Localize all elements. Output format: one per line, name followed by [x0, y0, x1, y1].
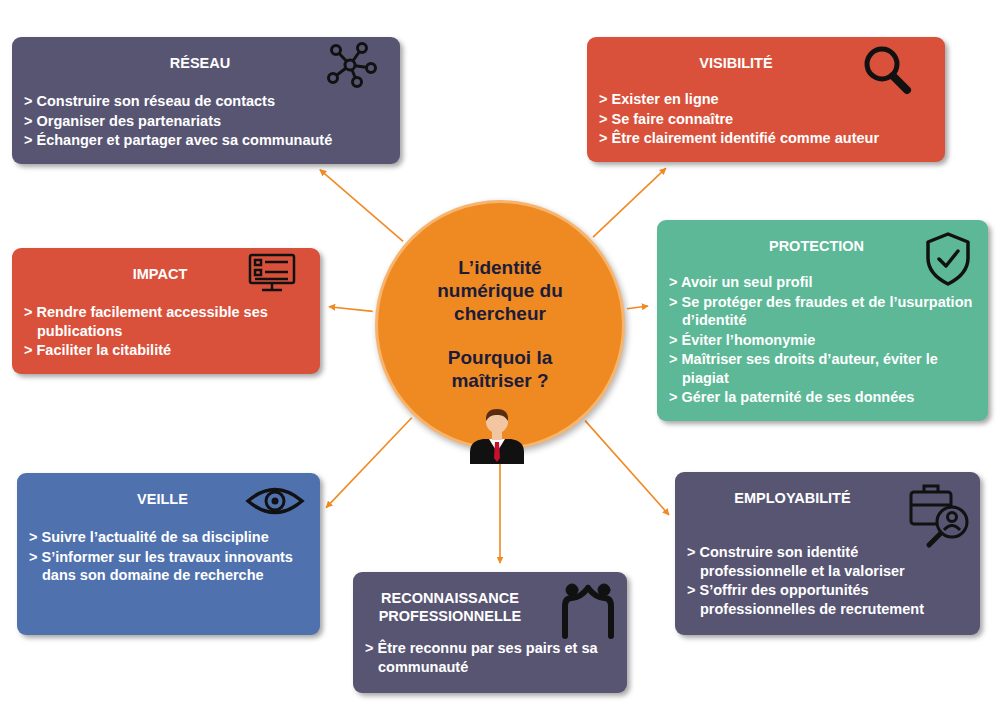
- bullet-text: > Se protéger des fraudes et de l’usurpa…: [669, 293, 976, 330]
- arrow-connector: [627, 306, 648, 309]
- monitor-icon: [250, 255, 294, 290]
- researcher-icon: [470, 409, 524, 464]
- box-heading: PROTECTION: [669, 237, 976, 255]
- network-box: RÉSEAU > Construire son réseau de contact…: [12, 37, 400, 164]
- box-heading: RECONNAISSANCE PROFESSIONNELLE: [365, 589, 615, 625]
- shield-icon: [928, 234, 968, 284]
- magnifier-icon: [867, 49, 907, 90]
- bullet-text: > Être reconnu par ses pairs et sa commu…: [365, 639, 615, 676]
- protection-box: PROTECTION > Avoir un seul profil> Se pro…: [657, 220, 988, 421]
- bullet-text: > Avoir un seul profil: [669, 273, 976, 292]
- bullet-text: > Exister en ligne: [599, 90, 933, 109]
- bullet-text: > Maîtriser ses droits d’auteur, éviter …: [669, 350, 976, 387]
- bullet-text: > Faciliter la citabilité: [24, 341, 308, 360]
- bullet-text: > Échanger et partager avec sa communaut…: [24, 131, 388, 150]
- arrow-connector: [593, 168, 666, 237]
- box-heading: VISIBILITÉ: [599, 54, 933, 72]
- people-icon: [565, 584, 611, 636]
- bullet-text: > Rendre facilement accessible ses publi…: [24, 303, 308, 340]
- visibility-box: VISIBILITÉ > Exister en ligne> Se faire c…: [587, 37, 945, 162]
- employment-icon: [911, 486, 967, 545]
- arrow-connector: [585, 421, 669, 515]
- bullet-text: > Construire son réseau de contacts: [24, 92, 388, 111]
- bullet-text: > Organiser des partenariats: [24, 112, 388, 131]
- bullet-text: > Construire son identité professionnell…: [687, 543, 968, 580]
- center-question: Pourquoi la maîtriser ?: [415, 347, 585, 393]
- eye-icon: [248, 490, 302, 513]
- bullet-text: > S’informer sur les travaux innovants d…: [29, 548, 308, 585]
- center-title: L’identité numérique du chercheur: [415, 257, 585, 325]
- bullet-text: > Être clairement identifié comme auteur: [599, 129, 933, 148]
- network-icon: [329, 44, 376, 87]
- impact-box: IMPACT > Rendre facilement accessible ses…: [12, 248, 320, 374]
- center-circle: L’identité numérique du chercheurPourquo…: [375, 200, 625, 450]
- arrow-connector: [320, 170, 403, 242]
- arrow-connector: [499, 453, 501, 563]
- employability-box: EMPLOYABILITÉ > Construire son identité p…: [675, 472, 980, 635]
- bullet-text: > Suivre l’actualité de sa discipline: [29, 528, 308, 547]
- box-heading: EMPLOYABILITÉ: [687, 489, 968, 507]
- bullet-text: > Se faire connaître: [599, 110, 933, 129]
- arrow-connector: [326, 418, 412, 508]
- box-heading: VEILLE: [29, 490, 308, 508]
- arrow-connector: [329, 307, 373, 312]
- box-heading: RÉSEAU: [24, 54, 388, 72]
- bullet-text: > S’offrir des opportunités professionne…: [687, 581, 968, 618]
- bullet-text: > Éviter l’homonymie: [669, 331, 976, 350]
- recognition-box: RECONNAISSANCE PROFESSIONNELLE > Être rec…: [353, 572, 627, 693]
- watch-box: VEILLE > Suivre l’actualité de sa discipl…: [17, 473, 320, 635]
- box-heading: IMPACT: [24, 265, 308, 283]
- bullet-text: > Gérer la paternité de ses données: [669, 388, 976, 407]
